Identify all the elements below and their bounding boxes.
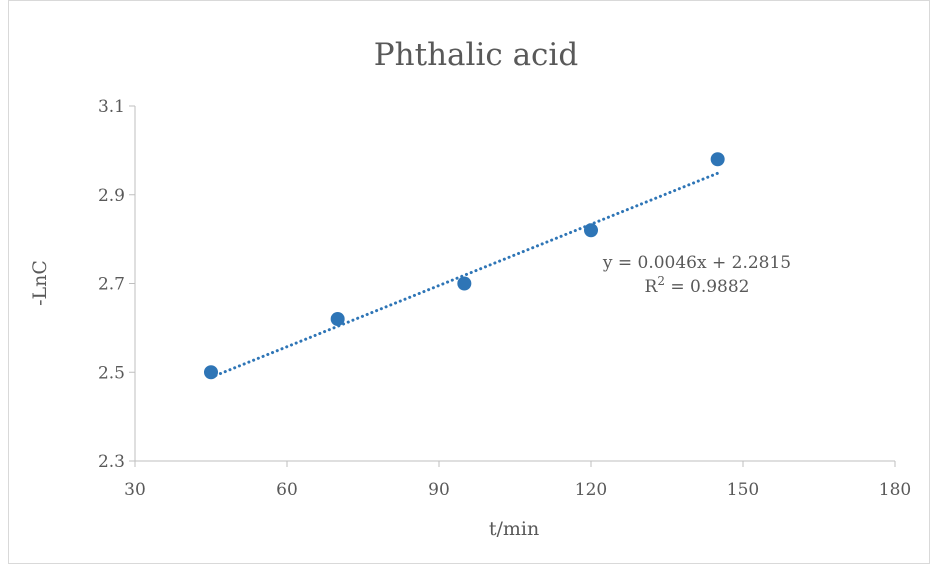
data-point: [584, 223, 598, 238]
x-tick-label: 90: [428, 480, 450, 500]
trendline-group: [209, 171, 720, 379]
data-point: [330, 312, 345, 326]
y-axis: 2.3 2.5 2.7 2.9 3.1: [98, 97, 136, 472]
chart-title: Phthalic acid: [374, 37, 578, 73]
y-tick-label: 2.9: [98, 186, 125, 206]
x-tick-label: 120: [575, 480, 607, 500]
chart-svg: Phthalic acid 2.3 2.5 2.7 2.9 3.1 30 60 90 120 1…: [29, 37, 911, 540]
r2-superscript: 2: [657, 274, 665, 288]
data-point: [204, 365, 218, 380]
data-point: [457, 276, 472, 291]
chart-frame: Phthalic acid 2.3 2.5 2.7 2.9 3.1 30 60 90 120 1…: [8, 0, 930, 564]
y-tick-label: 2.7: [98, 275, 125, 295]
y-tick-label: 2.5: [98, 363, 125, 383]
y-tick-label: 2.3: [98, 452, 125, 472]
x-tick-label: 60: [276, 480, 298, 500]
trendline-r-squared: R2 = 0.9882: [645, 274, 750, 297]
r2-prefix: R: [645, 277, 659, 297]
y-tick-label: 3.1: [98, 97, 125, 117]
r2-value: = 0.9882: [665, 277, 750, 297]
data-point: [710, 152, 725, 167]
y-axis-title: -LnC: [29, 260, 51, 306]
x-tick-label: 30: [124, 480, 146, 500]
data-points: [204, 152, 725, 380]
x-tick-label: 150: [727, 480, 759, 500]
trendline: [209, 171, 720, 379]
x-tick-label: 180: [879, 480, 911, 500]
x-axis-title: t/min: [489, 518, 539, 540]
x-axis: 30 60 90 120 150 180: [124, 460, 911, 500]
trendline-equation: y = 0.0046x + 2.2815: [602, 253, 791, 273]
